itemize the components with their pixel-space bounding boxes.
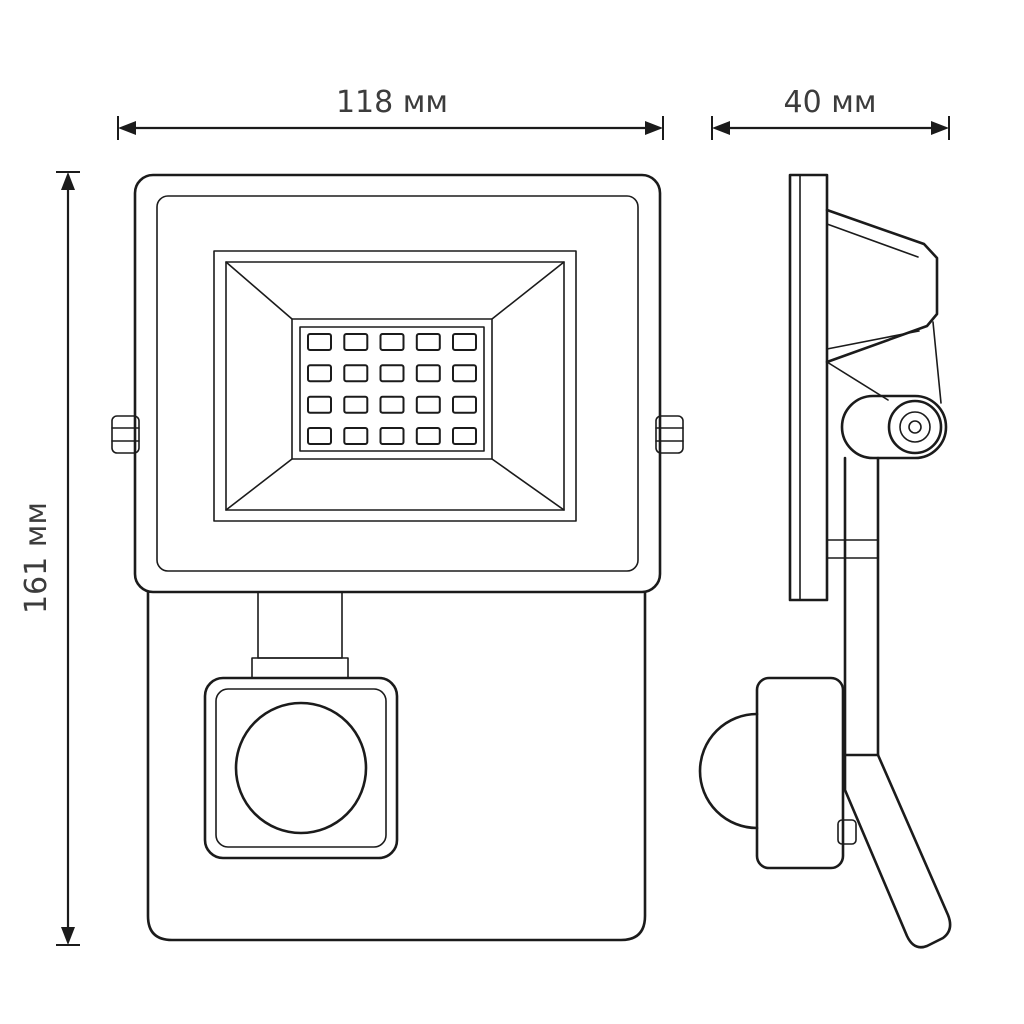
- led-chip: [415, 333, 441, 351]
- led-chip: [343, 427, 369, 445]
- head-housing-outline: [133, 173, 662, 594]
- arrowhead-top: [61, 172, 75, 190]
- led-chip: [307, 427, 332, 445]
- pivot-bracket: [840, 394, 948, 460]
- pir-sensor-housing: [203, 676, 399, 860]
- dimension-depth: 40 мм: [711, 85, 950, 140]
- pir-sensor-latch: [837, 819, 857, 845]
- led-chip: [452, 364, 477, 383]
- led-chip: [307, 395, 332, 414]
- led-chip: [452, 395, 477, 414]
- led-chip: [343, 333, 369, 351]
- pir-sensor-side-housing: [755, 676, 845, 870]
- dimension-width: 118 мм: [117, 85, 664, 140]
- dimension-height-label: 161 мм: [19, 502, 54, 614]
- led-chip: [452, 333, 477, 351]
- led-chip: [415, 364, 441, 383]
- pivot-axle: [908, 420, 922, 434]
- mounting-foot: [843, 753, 952, 949]
- led-chip: [415, 395, 441, 414]
- pir-sensor-dome: [698, 712, 759, 830]
- led-chip: [343, 364, 369, 383]
- front-view: [111, 173, 684, 942]
- led-chip: [307, 364, 332, 383]
- pir-sensor-side: [698, 676, 857, 870]
- sensor-stem: [251, 591, 349, 679]
- head-side-profile: [825, 208, 942, 404]
- reflector: [213, 250, 577, 522]
- arrowhead-left: [712, 121, 730, 135]
- pir-sensor-lens: [234, 701, 368, 835]
- head-housing-inner-frame: [156, 195, 639, 572]
- pir-sensor: [203, 676, 399, 860]
- mounting-bolt-right: [655, 415, 684, 454]
- led-chip: [379, 395, 405, 414]
- side-view: [698, 173, 952, 949]
- led-chip: [343, 395, 369, 414]
- dimension-height: 161 мм: [19, 171, 80, 946]
- led-chip: [379, 427, 405, 445]
- dimension-width-label: 118 мм: [336, 85, 448, 120]
- led-grid: [307, 333, 477, 445]
- led-panel-inner: [299, 326, 485, 452]
- arrowhead-left: [118, 121, 136, 135]
- pivot-outer-ring: [887, 399, 943, 455]
- led-chip: [452, 427, 477, 445]
- led-chip: [307, 333, 332, 351]
- lower-body-outline: [146, 590, 647, 942]
- led-chip: [415, 427, 441, 445]
- back-plate: [788, 173, 829, 602]
- mounting-bolt-left: [111, 415, 140, 454]
- led-chip: [379, 364, 405, 383]
- arrowhead-bottom: [61, 927, 75, 945]
- led-panel-outline: [291, 318, 493, 460]
- pivot-mid-ring: [899, 411, 931, 443]
- bracket-arm: [826, 456, 880, 757]
- arrowhead-right: [931, 121, 949, 135]
- dimension-depth-label: 40 мм: [784, 85, 877, 120]
- arrowhead-right: [645, 121, 663, 135]
- pir-sensor-inner-frame: [215, 688, 387, 848]
- led-chip: [379, 333, 405, 351]
